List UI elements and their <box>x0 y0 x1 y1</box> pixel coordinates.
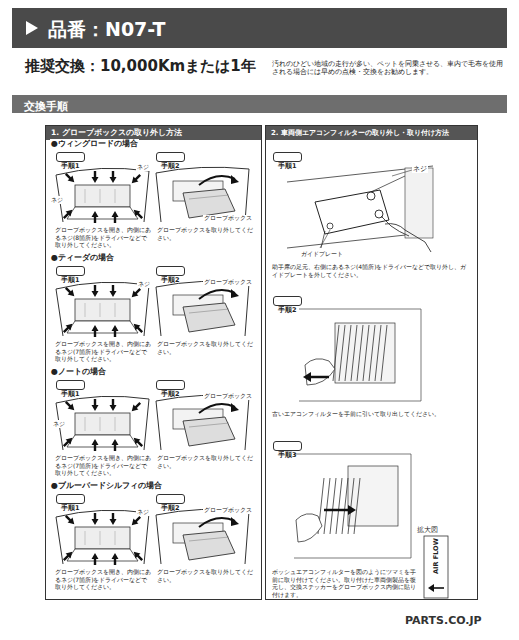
step-label: 手順1 <box>57 390 84 398</box>
instruction-text: 汚れのひどい地域の走行が多い、ペットを同乗させる、車内で毛布を使用される場合には… <box>272 60 504 76</box>
page-title: 品番：N07-T <box>48 17 165 43</box>
instruction-text: グローブボックスを取り外してください。 <box>157 340 253 355</box>
step-badge: 手順2 <box>156 494 185 504</box>
step-label: 手順1 <box>57 504 84 512</box>
step-label: 手順2 <box>157 390 184 398</box>
title-triangle <box>22 8 42 48</box>
step-badge: 手順1 <box>273 152 302 162</box>
step-badge: 手順1 <box>56 494 85 504</box>
step-label: 手順2 <box>157 276 184 284</box>
panel-heading: 1. グローブボックスの取り外し方法 <box>46 126 261 140</box>
part-label: グローブボックス <box>203 393 253 400</box>
watermark: PARTS.CO.JP <box>404 614 483 628</box>
part-label: ネジ <box>52 420 66 428</box>
filter-install-figure <box>294 454 411 558</box>
instruction-text: ボッシュエアコンフィルターを図のようにツマミを手前に取り付けてください。取り付け… <box>272 568 420 598</box>
step-label: 手順2 <box>157 162 184 170</box>
instruction-text: グローブボックスを開き、内側にあるネジ(8箇所)をドライバーなどで取り外してくだ… <box>55 226 151 249</box>
part-label: 拡大図 <box>416 526 439 534</box>
part-label: グローブボックス <box>203 215 253 222</box>
glovebox-figure <box>156 167 249 222</box>
instruction-text: グローブボックスを取り外してください。 <box>157 454 253 469</box>
step-label: 手順3 <box>274 451 301 459</box>
step-panel: 1. グローブボックスの取り外し方法手順1手順2手順1手順2手順1手順2手順1手… <box>45 125 262 600</box>
step-badge: 手順1 <box>56 152 85 162</box>
model-heading: ●ティーダの場合 <box>50 253 115 263</box>
model-heading: ●ノートの場合 <box>50 367 107 377</box>
glovebox-figure <box>156 395 249 450</box>
instruction-text: 助手席の足元、右側にあるネジ(4箇所)をドライバーなどで取り外し、ガイドプレート… <box>272 263 472 278</box>
part-label: ネジ <box>50 196 64 204</box>
instruction-text: グローブボックスを開き、内側にあるネジ(7箇所)をドライバーなどで取り外してくだ… <box>55 568 151 591</box>
part-label: グローブボックス <box>203 507 253 514</box>
title-bar: 品番：N07-T <box>12 8 507 48</box>
glovebox-figure <box>156 281 249 336</box>
instruction-text: グローブボックスを取り外してください。 <box>157 226 253 241</box>
model-heading: ●ブルーバードシルフィの場合 <box>50 481 163 491</box>
part-label: グローブボックス <box>203 279 253 286</box>
glovebox-figure <box>156 509 249 564</box>
airflow-box <box>424 536 448 598</box>
step-panel: 2. 車両側エアコンフィルターの取り外し・取り付け方法手順1 手順2 手順3 <box>265 125 478 600</box>
glovebox-figure <box>56 168 149 223</box>
part-label: ネジ <box>412 165 428 173</box>
step-label: 手順1 <box>274 162 301 170</box>
part-label: ネジ <box>137 280 151 288</box>
glovebox-figure <box>56 282 149 337</box>
step-badge: 手順2 <box>156 380 185 390</box>
panel-heading: 2. 車両側エアコンフィルターの取り外し・取り付け方法 <box>266 126 477 140</box>
glovebox-figure <box>56 396 149 451</box>
step-badge: 手順2 <box>156 266 185 276</box>
part-label: ネジ <box>136 163 150 171</box>
instruction-text: 古いエアコンフィルターを手前に引いて取り出してください。 <box>272 410 472 418</box>
section-title: 交換手順 <box>12 98 68 116</box>
step-label: 手順2 <box>157 504 184 512</box>
instruction-text: グローブボックスを開き、内側にあるネジ(7箇所)をドライバーなどで取り外してくだ… <box>55 340 151 363</box>
airflow-arrowhead <box>428 584 434 592</box>
step-badge: 手順2 <box>156 152 185 162</box>
step-label: 手順1 <box>57 276 84 284</box>
step-label: 手順1 <box>57 162 84 170</box>
part-label: ガイドプレート <box>300 250 344 258</box>
instruction-text: グローブボックスを開き、内側にあるネジ(7箇所)をドライバーなどで取り外してくだ… <box>55 454 151 477</box>
instruction-text: グローブボックスを取り外してください。 <box>157 568 253 583</box>
step-badge: 手順1 <box>56 380 85 390</box>
replacement-interval: 推奨交換：10,000Kmまたは1年 <box>25 57 256 76</box>
step-badge: 手順3 <box>273 441 302 451</box>
glovebox-figure <box>56 510 149 565</box>
model-heading: ●ウィングロードの場合 <box>50 139 139 149</box>
triangle-mark <box>26 21 38 35</box>
step-badge: 手順1 <box>56 266 85 276</box>
model-heading: AIR FLOW <box>432 538 440 574</box>
part-label: ネジ <box>136 508 150 516</box>
leader-line <box>320 170 412 248</box>
step-badge: 手順2 <box>273 296 302 306</box>
filter-removal-figure <box>299 309 421 401</box>
section-bar: 交換手順 <box>12 95 507 113</box>
step-label: 手順2 <box>274 306 301 314</box>
guide-plate-figure <box>287 166 433 252</box>
